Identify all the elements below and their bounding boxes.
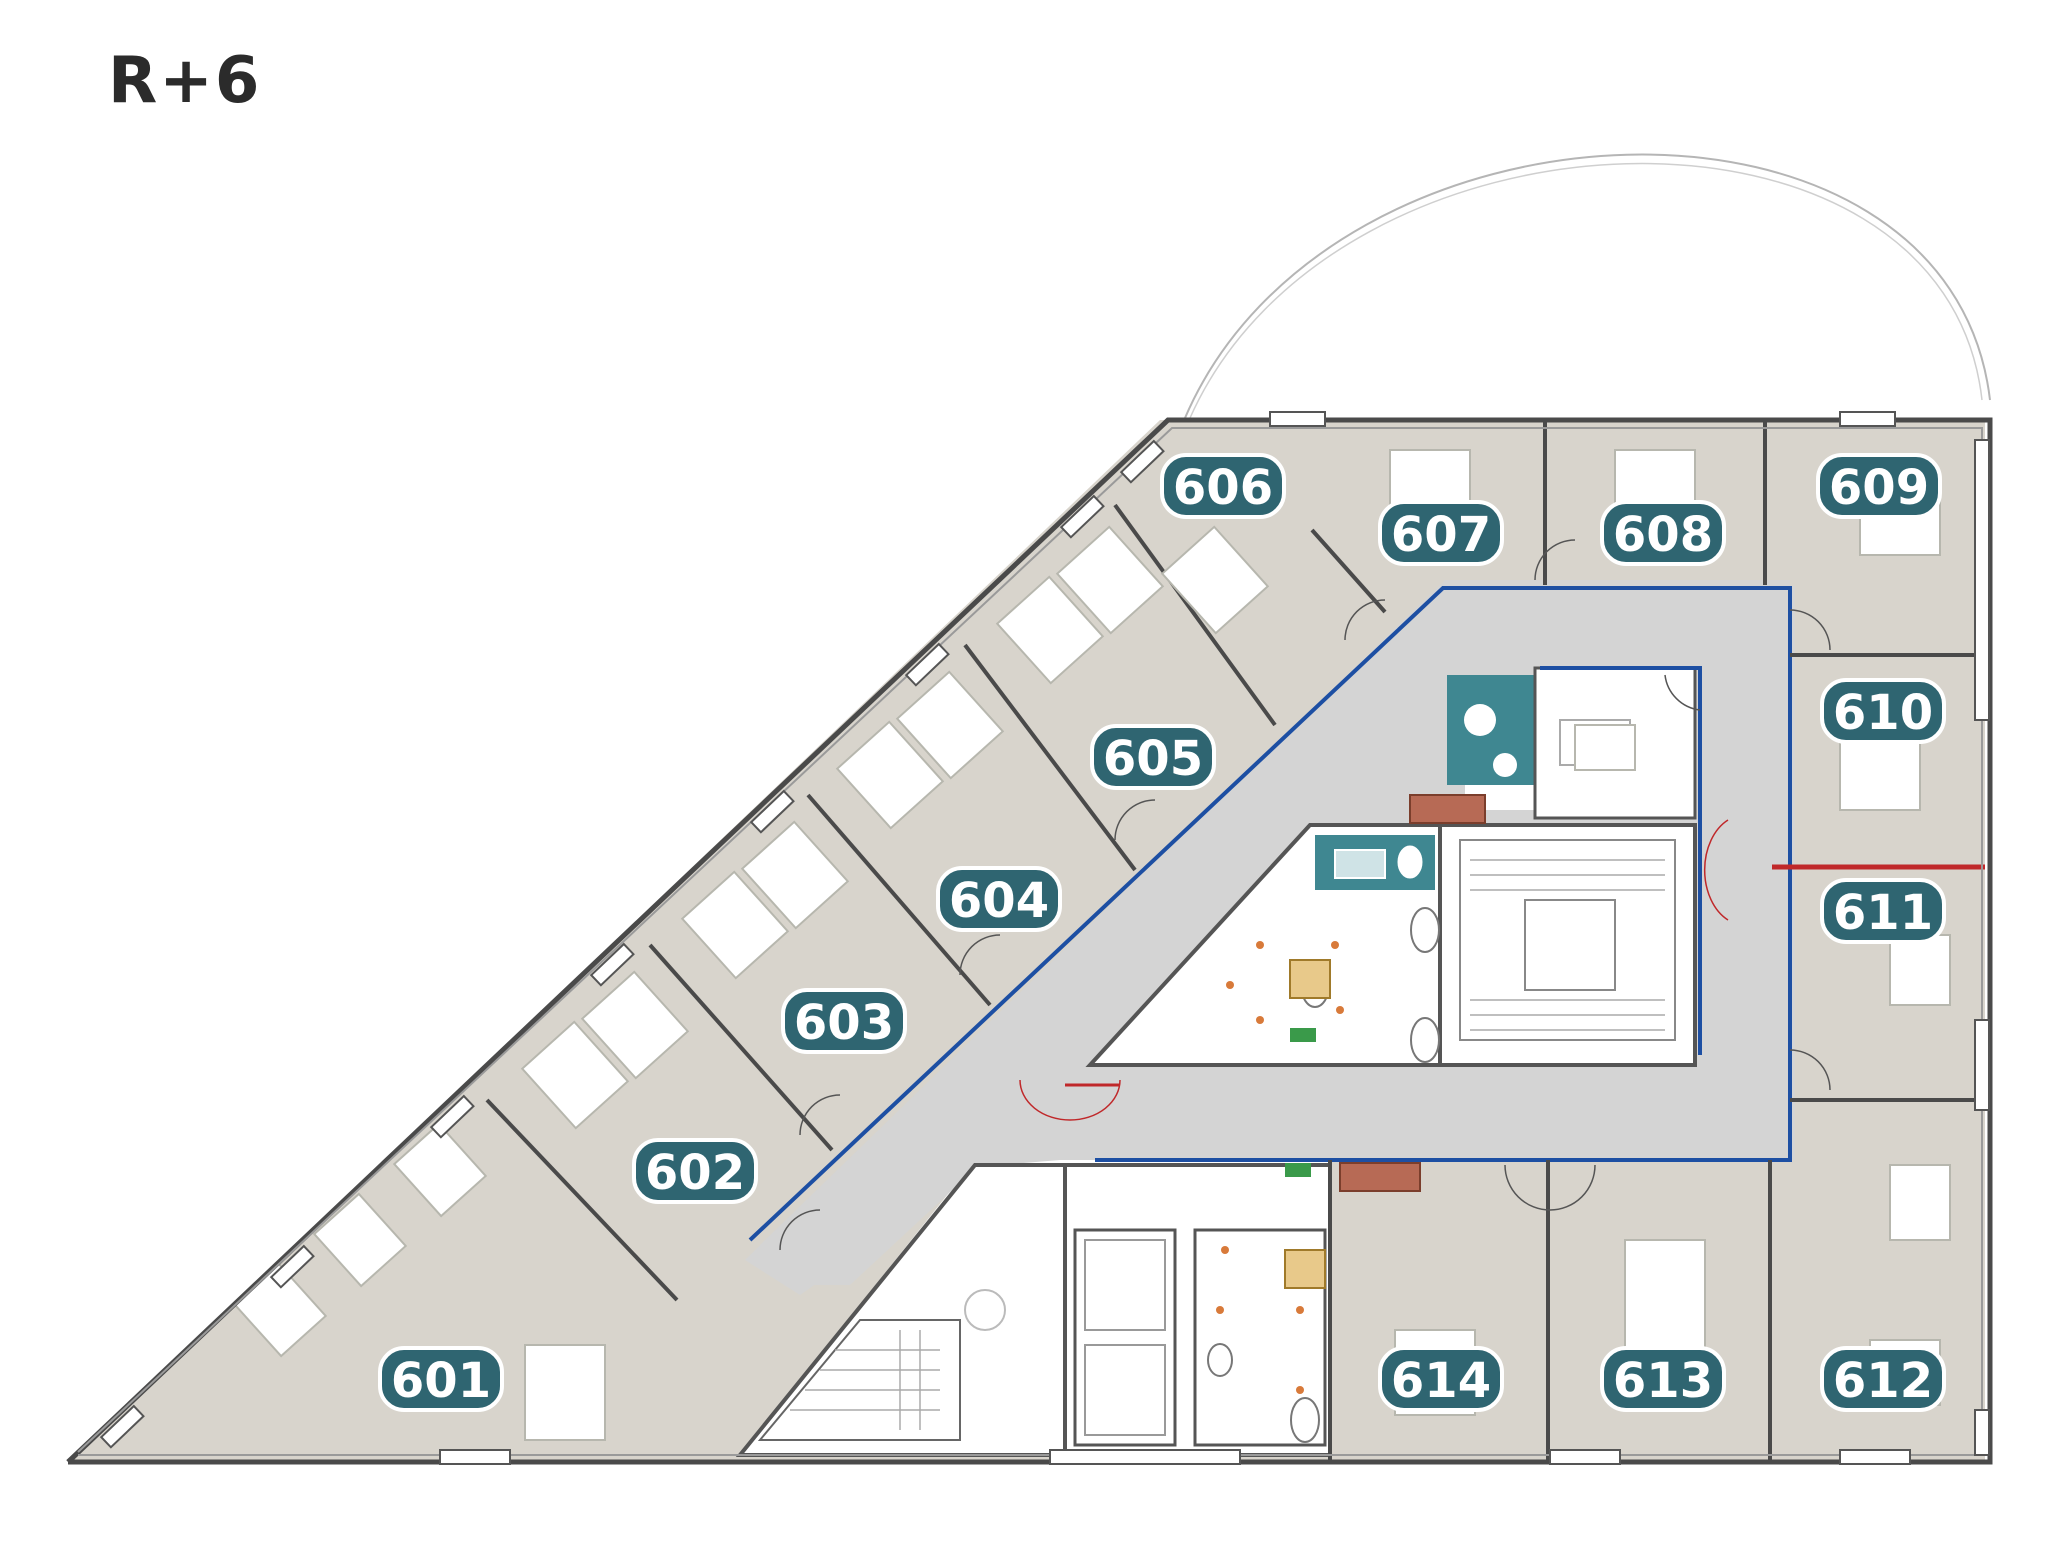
- room-label-611[interactable]: 611: [1820, 878, 1946, 944]
- room-label-613[interactable]: 613: [1600, 1346, 1726, 1412]
- room-label-610[interactable]: 610: [1820, 678, 1946, 744]
- svg-text:614: 614: [1391, 1353, 1491, 1409]
- partition-walls: [485, 420, 1985, 1460]
- svg-text:603: 603: [794, 995, 894, 1051]
- svg-text:608: 608: [1613, 507, 1713, 563]
- room-label-607[interactable]: 607: [1378, 500, 1504, 566]
- svg-text:605: 605: [1103, 731, 1203, 787]
- svg-text:613: 613: [1613, 1353, 1713, 1409]
- room-label-601[interactable]: 601: [378, 1346, 504, 1412]
- corridor-boundary: [748, 586, 1792, 1242]
- room-label-614[interactable]: 614: [1378, 1346, 1504, 1412]
- terrace-arc: [1184, 153, 1991, 419]
- svg-text:601: 601: [391, 1353, 491, 1409]
- room-labels: 601 602 603 604 605 606 607 608: [378, 453, 1946, 1412]
- exterior-walls: [66, 411, 1993, 1465]
- room-label-603[interactable]: 603: [781, 988, 907, 1054]
- room-label-602[interactable]: 602: [632, 1138, 758, 1204]
- floor-title: R+6: [108, 44, 262, 118]
- svg-text:604: 604: [949, 873, 1049, 929]
- svg-text:602: 602: [645, 1145, 745, 1201]
- room-label-604[interactable]: 604: [936, 866, 1062, 932]
- room-label-609[interactable]: 609: [1816, 453, 1942, 519]
- room-label-606[interactable]: 606: [1160, 453, 1286, 519]
- svg-text:612: 612: [1833, 1353, 1933, 1409]
- door-swings: [779, 539, 1831, 1251]
- svg-text:609: 609: [1829, 460, 1929, 516]
- room-label-605[interactable]: 605: [1090, 724, 1216, 790]
- core-overlay: [1085, 666, 1697, 1067]
- svg-text:607: 607: [1391, 507, 1491, 563]
- svg-text:606: 606: [1173, 460, 1273, 516]
- room-label-612[interactable]: 612: [1820, 1346, 1946, 1412]
- svg-text:610: 610: [1833, 685, 1933, 741]
- svg-text:611: 611: [1833, 885, 1933, 941]
- room-label-608[interactable]: 608: [1600, 500, 1726, 566]
